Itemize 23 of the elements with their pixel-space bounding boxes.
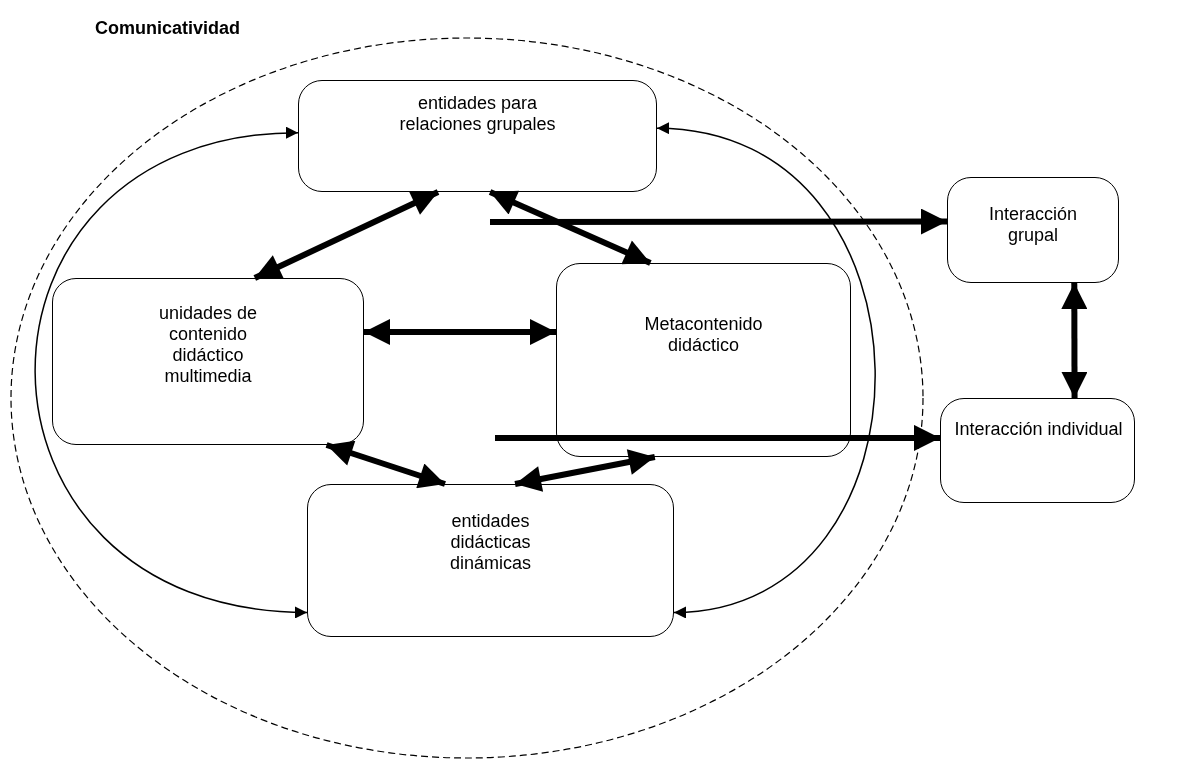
arrow: [495, 424, 940, 451]
arrow: [34, 128, 308, 618]
node-label: Metacontenido didáctico: [643, 314, 764, 356]
arrow: [488, 189, 652, 266]
node-label: entidades para relaciones grupales: [398, 93, 557, 135]
rounded-box: [52, 278, 364, 445]
arrow: [364, 318, 556, 346]
rounded-box: [947, 177, 1119, 283]
arrow: [514, 449, 656, 492]
rounded-box: [307, 484, 674, 637]
node-label: Interacción grupal: [987, 204, 1079, 246]
arrow: [253, 189, 440, 281]
rounded-box: [940, 398, 1135, 503]
arrow: [490, 208, 947, 235]
node-label: unidades de contenido didáctico multimedia: [157, 303, 259, 387]
arrow: [656, 123, 876, 617]
rounded-box: [556, 263, 851, 457]
arrow: [325, 440, 446, 489]
arrow: [1061, 283, 1088, 398]
boundary-label: Comunicatividad: [95, 18, 241, 39]
node-label: entidades didácticas dinámicas: [448, 511, 532, 574]
node-label: Interacción individual: [953, 419, 1124, 440]
rounded-box: [298, 80, 657, 192]
